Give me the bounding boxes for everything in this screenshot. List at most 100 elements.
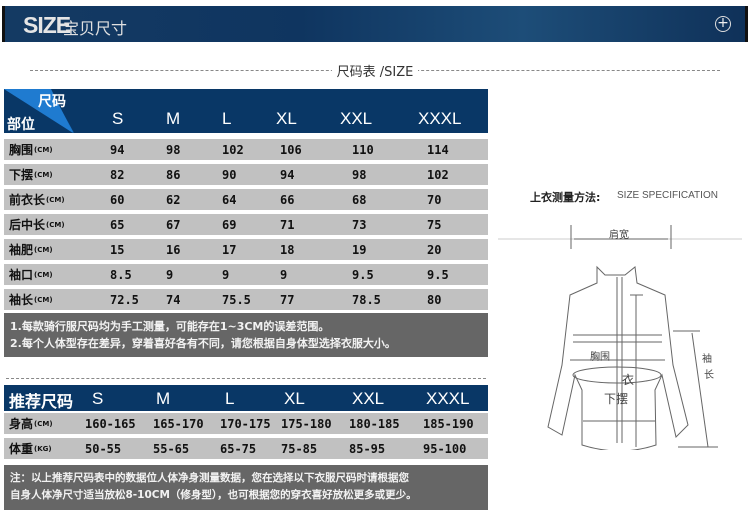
corner-size-label: 尺码 xyxy=(38,94,66,110)
size-header-M: M xyxy=(166,109,181,128)
rec-header-XL: XL xyxy=(284,389,305,408)
table-cell: 9.5 xyxy=(427,267,449,282)
table-cell: 18 xyxy=(280,242,295,257)
row-unit: (CM) xyxy=(34,295,53,304)
note-line: 1.每款骑行服尺码均为手工测量，可能存在1~3CM的误差范围。 xyxy=(10,320,330,333)
row-unit: (CM) xyxy=(34,170,53,179)
section-title: 尺码表 /SIZE xyxy=(331,65,419,80)
row-unit: (CM) xyxy=(34,419,53,428)
table-cell: 68 xyxy=(352,192,367,207)
row-label: 体重 xyxy=(9,442,34,456)
rec-header-XXXL: XXXL xyxy=(426,389,470,408)
table-cell: 62 xyxy=(166,192,181,207)
jacket-measurement-diagram xyxy=(498,225,742,450)
size-header-XL: XL xyxy=(276,109,297,128)
size-table-header: 尺码 部位 S M L XL XXL XXXL xyxy=(4,89,488,133)
size-header-XXL: XXL xyxy=(340,109,373,128)
rec-header-M: M xyxy=(156,389,171,408)
table-cell: 9 xyxy=(280,267,288,282)
table-cell: 65 xyxy=(110,217,125,232)
size-header-S: S xyxy=(112,109,124,128)
note-line: 2.每个人体型存在差异，穿着喜好各有不同，请您根据自身体型选择衣服大小。 xyxy=(10,337,396,350)
diagram-title-en: SIZE SPECIFICATION xyxy=(617,190,718,201)
row-label: 袖口 xyxy=(9,268,34,282)
diagram-title-cn: 上衣测量方法: xyxy=(530,191,601,204)
table-cell: 80 xyxy=(427,292,442,307)
rec-cell: 175-180 xyxy=(281,416,332,431)
table-cell: 77 xyxy=(280,292,295,307)
row-label: 前衣长 xyxy=(9,193,46,207)
table-cell: 94 xyxy=(280,167,295,182)
rec-cell: 160-165 xyxy=(85,416,136,431)
rec-header-L: L xyxy=(225,389,235,408)
rec-cell: 170-175 xyxy=(220,416,271,431)
table-cell: 9.5 xyxy=(352,267,374,282)
corner-part-label: 部位 xyxy=(7,117,35,133)
length-label: 衣 xyxy=(622,373,635,387)
note-line: 注：以上推荐尺码表中的数据位人体净身测量数据，您在选择以下衣服尺码时请根据您 xyxy=(10,472,409,484)
row-label: 身高 xyxy=(9,417,34,431)
table-cell: 9 xyxy=(222,267,230,282)
rec-cell: 50-55 xyxy=(85,441,122,456)
row-unit: (CM) xyxy=(34,270,53,279)
table-cell: 17 xyxy=(222,242,237,257)
table-cell: 71 xyxy=(280,217,295,232)
table-cell: 70 xyxy=(427,192,442,207)
table-cell: 73 xyxy=(352,217,367,232)
sleeve-label-1: 袖 xyxy=(702,354,712,365)
row-label: 胸围 xyxy=(9,143,34,157)
table-cell: 16 xyxy=(166,242,181,257)
table-cell: 67 xyxy=(166,217,181,232)
table-cell: 78.5 xyxy=(352,292,381,307)
table-cell: 114 xyxy=(427,142,449,157)
table-cell: 98 xyxy=(166,142,181,157)
rec-cell: 185-190 xyxy=(423,416,474,431)
size-notes: 1.每款骑行服尺码均为手工测量，可能存在1~3CM的误差范围。 2.每个人体型存… xyxy=(4,313,488,357)
table-cell: 8.5 xyxy=(110,267,132,282)
table-cell: 69 xyxy=(222,217,237,232)
table-cell: 98 xyxy=(352,167,367,182)
size-header-L: L xyxy=(222,109,232,128)
rec-notes: 注：以上推荐尺码表中的数据位人体净身测量数据，您在选择以下衣服尺码时请根据您 自… xyxy=(4,465,488,510)
table-cell: 106 xyxy=(280,142,302,157)
table-cell: 102 xyxy=(427,167,449,182)
plus-circle-icon[interactable]: + xyxy=(715,16,731,32)
size-header-XXXL: XXXL xyxy=(418,109,462,128)
table-cell: 15 xyxy=(110,242,125,257)
table-cell: 66 xyxy=(280,192,295,207)
table-cell: 75 xyxy=(427,217,442,232)
table-cell: 20 xyxy=(427,242,442,257)
rec-cell: 85-95 xyxy=(349,441,386,456)
corner-triangle xyxy=(4,89,74,133)
table-cell: 94 xyxy=(110,142,125,157)
banner-title-cn: 宝贝尺寸 xyxy=(63,19,128,38)
table-cell: 72.5 xyxy=(110,292,139,307)
note-line: 自身人体净尺寸适当放松8-10CM（修身型），也可根据您的穿衣喜好放松更多或更少… xyxy=(10,489,417,501)
table-cell: 9 xyxy=(166,267,174,282)
banner-title-en: SIZE xyxy=(23,12,71,38)
hem-label: 下摆 xyxy=(604,392,629,406)
row-unit: (KG) xyxy=(34,444,52,453)
table-cell: 86 xyxy=(166,167,181,182)
rec-header-S: S xyxy=(92,389,104,408)
table-row: 袖口(CM) 8.5 9 9 9 9.5 9.5 xyxy=(4,264,488,285)
table-cell: 74 xyxy=(166,292,181,307)
row-unit: (CM) xyxy=(34,245,53,254)
rec-header-XXL: XXL xyxy=(352,389,385,408)
row-label: 袖长 xyxy=(9,293,34,307)
table-cell: 19 xyxy=(352,242,367,257)
rec-cell: 75-85 xyxy=(281,441,318,456)
table-cell: 82 xyxy=(110,167,125,182)
rec-cell: 180-185 xyxy=(349,416,400,431)
header-banner: SIZE 宝贝尺寸 + xyxy=(2,6,748,42)
row-label: 袖肥 xyxy=(9,243,34,257)
table-cell: 75.5 xyxy=(222,292,251,307)
table-cell: 90 xyxy=(222,167,237,182)
